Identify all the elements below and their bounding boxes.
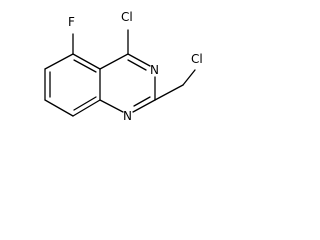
benzene-ring: [44, 53, 101, 117]
bond-c4a-c4: [99, 53, 129, 70]
bond-n1-c8a: [99, 99, 124, 113]
bond-c2-n1-inner: [133, 96, 151, 107]
bond-ch2-cl: [182, 69, 196, 86]
fluorine-atom-label: F: [68, 15, 75, 29]
pyrimidine-ring: [99, 53, 156, 113]
bond-c2-n1: [132, 99, 156, 113]
bond-c2-ch2: [154, 84, 184, 101]
bond-c5-c6: [44, 53, 74, 70]
bond-c4a-c5: [72, 53, 101, 70]
bond-c8-c8a: [72, 99, 101, 117]
nitrogen-atom-label: N: [123, 109, 132, 123]
bond-c4a-c5-inner: [73, 59, 97, 73]
bond-c8-c8a-inner: [73, 96, 97, 111]
nitrogen-atom-label: N: [150, 63, 159, 77]
chemical-structure: Cl F N N Cl: [44, 10, 203, 123]
chlorine-atom-label: Cl: [121, 10, 133, 24]
chlorine-atom-label: Cl: [191, 52, 203, 66]
bond-c7-c8: [44, 99, 74, 117]
bond-c4-n3-inner: [127, 59, 147, 71]
bond-c4-n3: [127, 53, 151, 67]
